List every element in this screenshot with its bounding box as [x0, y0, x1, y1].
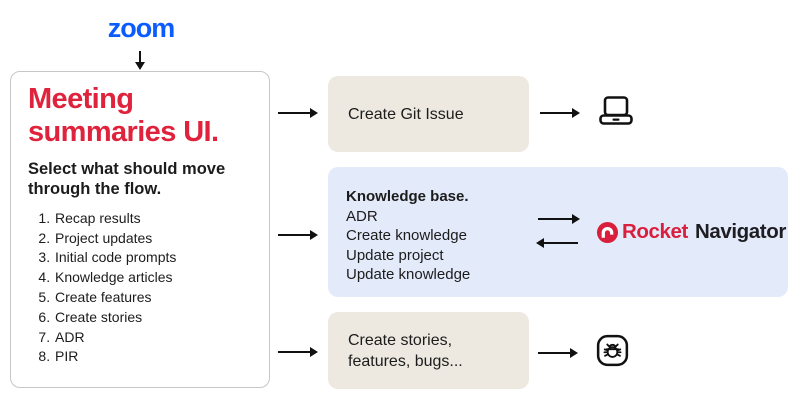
list-item: ADR — [54, 328, 253, 348]
knowledge-base-node: Knowledge base. ADR Create knowledge Upd… — [328, 167, 788, 297]
list-item: Create stories — [54, 308, 253, 328]
knowledge-base-title: Knowledge base. — [346, 188, 469, 205]
knowledge-item: ADR — [346, 207, 378, 225]
list-item: Initial code prompts — [54, 248, 253, 268]
arrow-right-icon — [278, 234, 316, 237]
node-label: Create stories, features, bugs... — [348, 331, 463, 370]
arrow-right-icon — [540, 112, 578, 115]
flow-item-list: Recap results Project updates Initial co… — [28, 209, 253, 367]
list-item: Recap results — [54, 209, 253, 229]
arrow-right-icon — [278, 351, 316, 354]
create-stories-node: Create stories, features, bugs... — [328, 312, 529, 389]
arrow-right-icon — [538, 352, 576, 355]
arrow-right-icon — [278, 112, 316, 115]
node-label: Create Git Issue — [348, 105, 464, 123]
rocket-navigator-logo: Rocket Navigator — [596, 167, 786, 297]
navigator-product-text: Navigator — [694, 220, 786, 243]
laptop-icon — [596, 93, 636, 136]
knowledge-base-text: Knowledge base. ADR Create knowledge Upd… — [346, 187, 470, 285]
zoom-logo: zoom — [107, 13, 176, 43]
panel-title: Meeting summaries UI. — [28, 83, 219, 148]
knowledge-item: Create knowledge — [346, 227, 467, 244]
arrow-right-icon — [538, 218, 578, 221]
rocket-brand-text: Rocket — [622, 220, 688, 243]
list-item: Knowledge articles — [54, 268, 253, 288]
knowledge-item: Update knowledge — [346, 266, 471, 283]
knowledge-item: Update project — [346, 246, 444, 264]
create-git-issue-node: Create Git Issue — [328, 76, 529, 152]
arrow-down-icon — [139, 51, 142, 62]
list-item: Project updates — [54, 229, 253, 249]
list-item: Create features — [54, 288, 253, 308]
panel-subtitle: Select what should move through the flow… — [28, 159, 226, 198]
bug-icon — [596, 334, 629, 372]
list-item: PIR — [54, 347, 253, 367]
meeting-summaries-panel: Meeting summaries UI. Select what should… — [10, 71, 270, 388]
rocket-icon — [596, 221, 619, 244]
arrow-left-icon — [538, 242, 578, 245]
